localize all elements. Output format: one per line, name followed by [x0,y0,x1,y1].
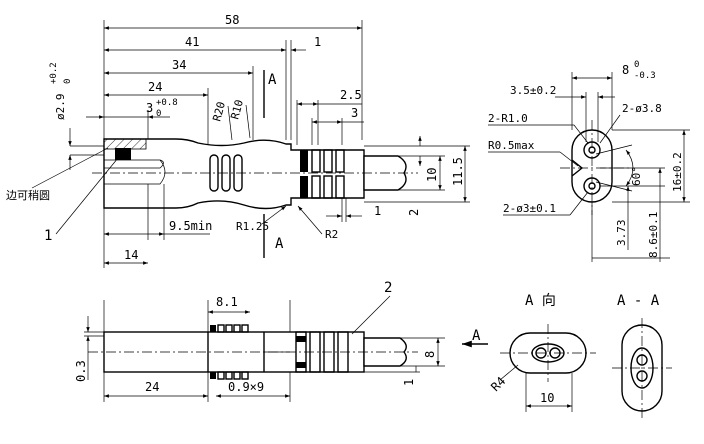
end-dia-3-8: 2-ø3.8 [622,102,662,115]
radius-r2: R2 [325,228,338,241]
dim-1-top: 1 [314,35,321,49]
radius-r10: R10 [228,98,246,121]
side-dim-1: 1 [402,379,416,386]
side-callout-2: 2 [384,280,392,296]
section-a-bottom: A [275,236,284,252]
side-dim-0-3: 0.3 [74,360,88,382]
callout-1: 1 [44,228,52,244]
top-view: 58 41 1 34 24 3 +0.8 0 2.5 3 ø2.9 +0.2 0 [6,13,470,268]
dim-34: 34 [172,58,186,72]
end-dia-3: 2-ø3±0.1 [503,202,556,215]
dim-1-mid: 1 [374,204,381,218]
end-r0-5: R0.5max [488,139,535,152]
end-dim-3-5: 3.5±0.2 [510,84,556,97]
dim-3-tol-sup: +0.8 [156,98,178,108]
dim-10: 10 [425,168,439,182]
dim-3-tol: 3 [146,101,153,115]
dim-dia-sub: 0 [63,79,73,84]
end-angle-60: 60° [630,166,643,186]
socket-contact [115,148,131,160]
end-dim-8: 8 [622,63,629,77]
strain-relief-ribs [300,149,345,199]
end-view: 8 0 -0.3 3.5±0.2 2-R1.0 2-ø3.8 R0.5max 2… [488,60,690,262]
end-dim-8-sub: -0.3 [634,71,656,81]
end-dim-16: 16±0.2 [671,152,684,192]
view-a-title: A 向 [525,293,556,309]
view-aa: A - A [612,293,672,418]
end-dim-3-73: 3.73 [615,220,628,247]
dim-24-top: 24 [148,80,162,94]
side-view: 8.1 2 0.3 24 0.9×9 8 1 A [74,280,488,402]
dim-3: 3 [351,106,358,120]
dim-3-tol-sub: 0 [156,109,161,119]
view-a-dim-10: 10 [540,391,554,405]
dim-41: 41 [185,35,199,49]
end-r1-0: 2-R1.0 [488,112,528,125]
dim-11-5: 11.5 [451,157,465,186]
dim-2-5: 2.5 [340,88,362,102]
view-a: A 向 10 R4 [488,293,596,412]
note-edge-round: 边可稍圆 [6,188,50,202]
radius-r20: R20 [210,100,228,123]
view-aa-title: A - A [617,293,660,309]
end-dim-8-6: 8.6±0.1 [647,212,660,258]
side-dim-24: 24 [145,380,159,394]
dim-dia-sup: +0.2 [49,62,59,84]
end-dim-8-sup: 0 [634,60,639,70]
side-dim-0-9x9: 0.9×9 [228,380,264,394]
view-a-r4: R4 [488,374,508,394]
dim-dia-2-9: ø2.9 [54,94,67,121]
dim-58: 58 [225,13,239,27]
dim-14: 14 [124,248,138,262]
dim-9-5min: 9.5min [169,219,212,233]
section-a-top: A [268,72,277,88]
rim-hatch [103,138,147,150]
side-view-arrow-a: A [472,328,481,344]
side-dim-8: 8 [423,351,437,358]
radius-r1-25: R1.25 [236,220,269,233]
dim-2: 2 [407,209,421,216]
side-dim-8-1: 8.1 [216,295,238,309]
